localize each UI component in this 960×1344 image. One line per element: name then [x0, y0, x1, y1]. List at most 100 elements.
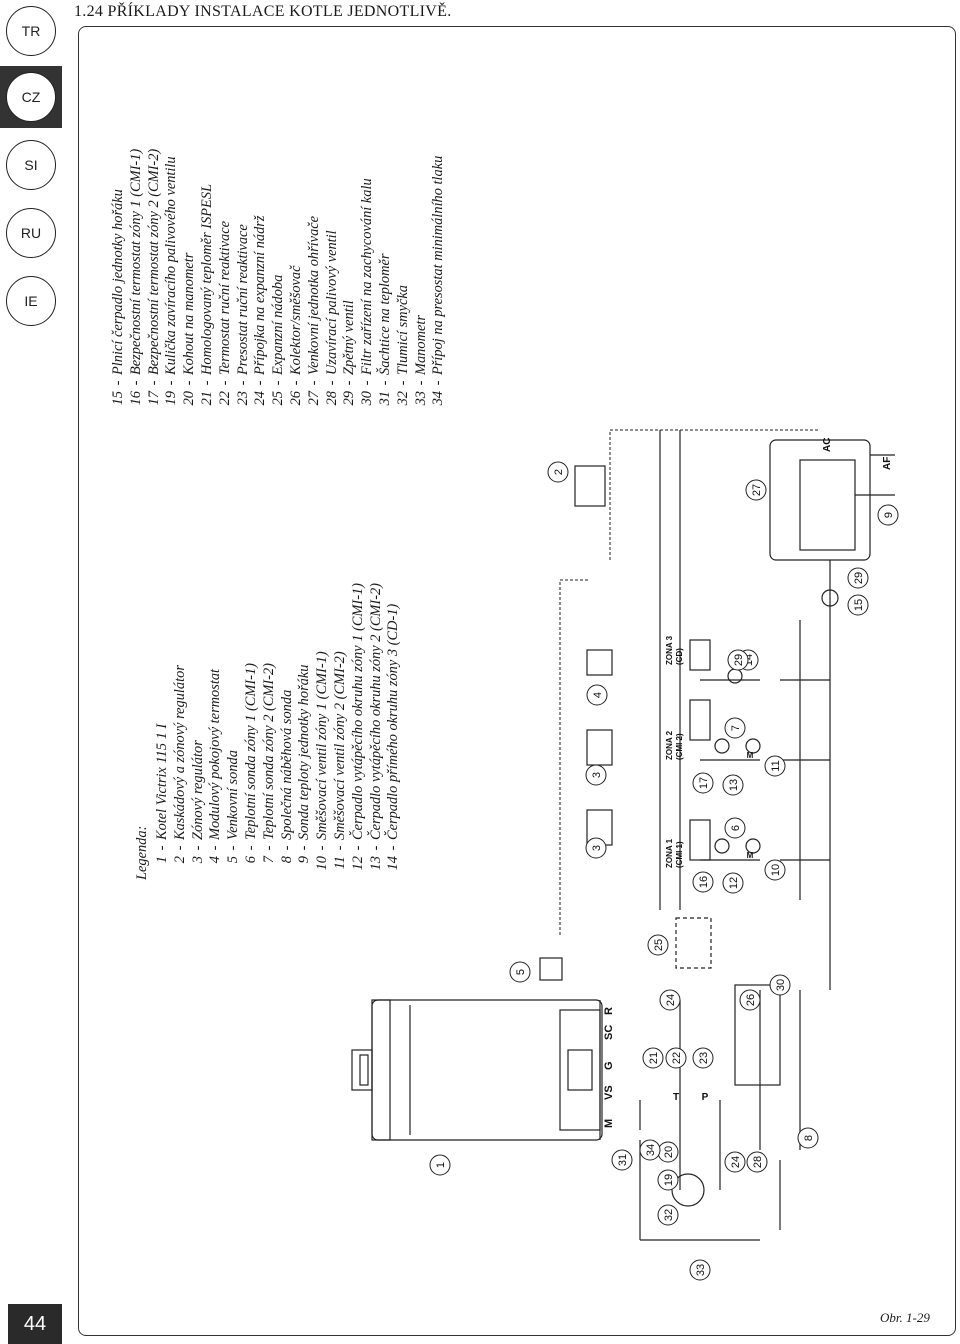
callout-9: 9	[877, 504, 899, 526]
callout-circle	[764, 755, 786, 777]
language-button-ru[interactable]: RU	[6, 208, 56, 258]
callout-circle	[724, 817, 746, 839]
callout-21: 21	[642, 1047, 664, 1069]
callout-circle	[692, 772, 714, 794]
language-button-tr[interactable]: TR	[6, 6, 56, 56]
callout-circle	[611, 1149, 633, 1171]
callout-circle	[585, 837, 607, 859]
pump-12-icon	[714, 838, 730, 854]
boiler-top-cap	[371, 999, 391, 1141]
section-title: 1.24 PŘÍKLADY INSTALACE KOTLE JEDNOTLIVĚ…	[74, 3, 452, 20]
callout-circle	[692, 1047, 714, 1069]
callout-circle	[727, 649, 749, 671]
callout-number: 19	[663, 1174, 675, 1186]
callout-circle	[724, 1151, 746, 1173]
callout-33: 33	[689, 1259, 711, 1281]
callout-number: 25	[653, 939, 665, 951]
cascade-controller	[574, 465, 606, 507]
callout-16: 16	[692, 871, 714, 893]
callout-circle	[642, 1047, 664, 1069]
figure-frame	[78, 26, 956, 1336]
callout-6: 6	[724, 817, 746, 839]
cold-water-label: AF	[882, 457, 893, 470]
callout-circle	[764, 859, 786, 881]
sensor-label-p: P	[702, 1092, 709, 1103]
mixing-valve-10-icon	[745, 838, 761, 854]
callout-28: 28	[746, 1151, 768, 1173]
callout-number: 23	[698, 1052, 710, 1064]
callout-11: 11	[764, 755, 786, 777]
callout-number: 31	[617, 1154, 629, 1166]
callout-30: 30	[769, 974, 791, 996]
boiler-flue	[351, 1049, 373, 1091]
callout-number: 29	[733, 654, 745, 666]
callout-circle	[547, 461, 569, 483]
callout-circle	[722, 872, 744, 894]
storage-tank	[769, 439, 871, 561]
zone-2-label: ZONA 2	[665, 730, 674, 760]
callout-circle	[585, 764, 607, 786]
callout-number: 29	[853, 572, 865, 584]
callout-circle	[657, 1169, 679, 1191]
callout-25: 25	[647, 934, 669, 956]
expansion-vessel	[675, 917, 712, 969]
language-sidebar: TR CZ SI RU IE	[0, 0, 62, 1344]
callout-5: 5	[509, 961, 531, 983]
callout-number: 8	[803, 1135, 815, 1141]
callout-32: 32	[657, 1204, 679, 1226]
zone-1-radiator	[689, 819, 711, 861]
callout-29: 29	[727, 649, 749, 671]
callout-circle	[724, 717, 746, 739]
callout-number: 5	[515, 969, 527, 975]
mixing-valve-11-icon	[745, 738, 761, 754]
callout-number: 4	[592, 692, 604, 698]
callout-circle	[692, 871, 714, 893]
callout-24: 24	[659, 989, 681, 1011]
outdoor-sensor	[539, 957, 563, 981]
zone-1-sublabel: (CMI 1)	[675, 841, 684, 868]
callout-number: 11	[770, 760, 782, 771]
zone-3-label: ZONA 3	[665, 635, 674, 665]
zone-3-radiator	[689, 639, 711, 671]
language-button-ie[interactable]: IE	[6, 276, 56, 326]
motor-label-zone-1: M	[747, 851, 754, 860]
terminal-label-m: M	[603, 1119, 615, 1128]
boiler-control-panel	[559, 1009, 601, 1131]
zone-2-radiator	[689, 699, 711, 741]
callout-circle	[847, 567, 869, 589]
hot-water-label: AC	[822, 438, 833, 452]
callout-number: 17	[698, 777, 710, 789]
collector-mixer	[734, 984, 781, 1086]
manometer	[671, 1173, 705, 1207]
callout-number: 12	[728, 877, 740, 889]
callout-number: 13	[728, 779, 740, 791]
language-button-cz[interactable]: CZ	[6, 72, 56, 122]
pump-14-icon	[727, 668, 743, 684]
storage-tank-coil	[799, 459, 856, 551]
callout-number: 34	[645, 1144, 657, 1156]
callout-number: 27	[751, 484, 763, 496]
terminal-label-g: G	[603, 1061, 615, 1070]
callout-number: 2	[553, 469, 565, 475]
callout-circle	[586, 684, 608, 706]
language-button-si[interactable]: SI	[6, 140, 56, 190]
callout-circle	[665, 1047, 687, 1069]
callout-22: 22	[665, 1047, 687, 1069]
callout-number: 15	[853, 599, 865, 611]
callout-number: 6	[730, 825, 742, 831]
callout-26: 26	[739, 989, 761, 1011]
room-thermostat	[586, 649, 613, 676]
callout-circle	[647, 934, 669, 956]
callout-29: 29	[847, 567, 869, 589]
callout-number: 28	[752, 1156, 764, 1168]
callout-circle	[877, 504, 899, 526]
callout-13: 13	[722, 774, 744, 796]
zone-3-sublabel: (CD)	[675, 648, 684, 665]
terminal-label-r: R	[603, 1007, 615, 1015]
sensor-label-t: T	[673, 1092, 679, 1103]
pump-15-icon	[821, 589, 839, 607]
motor-label-zone-2: M	[747, 751, 754, 760]
callout-number: 32	[663, 1209, 675, 1221]
callout-31: 31	[611, 1149, 633, 1171]
